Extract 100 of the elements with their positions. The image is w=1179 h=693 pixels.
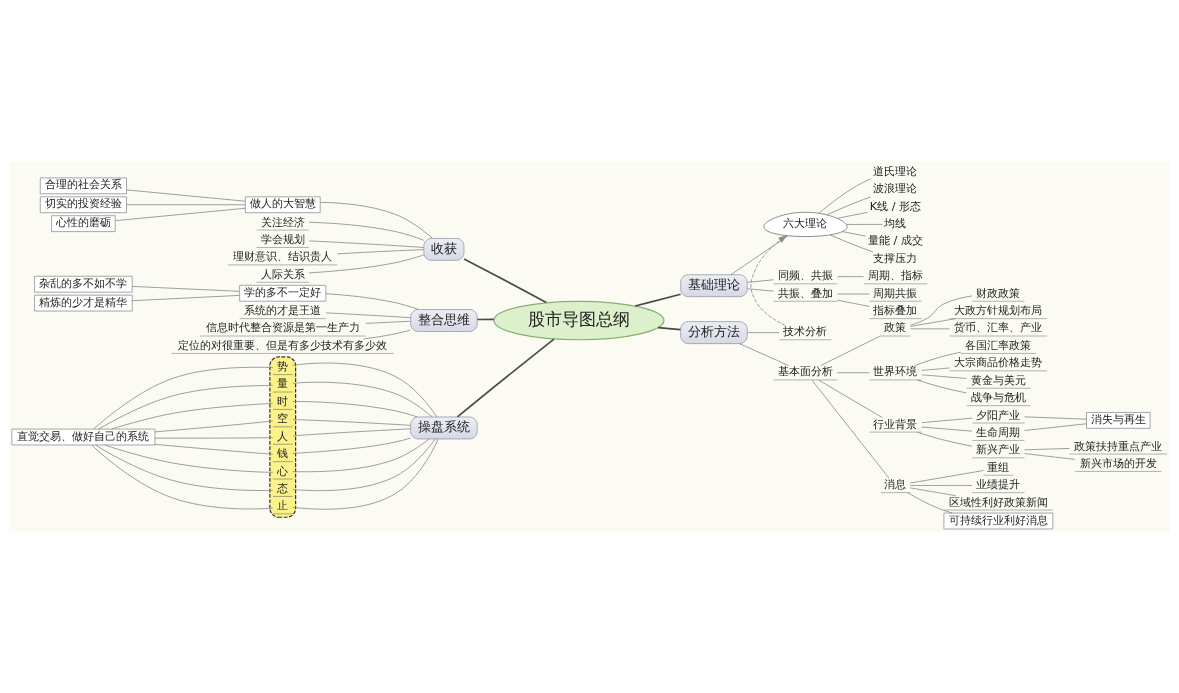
connector (154, 420, 274, 432)
connector (829, 234, 874, 252)
node-box: 心性的磨砺 (51, 214, 116, 232)
node-text: 止 (277, 497, 289, 512)
node-text: 各国汇率政策 (965, 337, 1032, 352)
connector (292, 438, 436, 491)
connector (292, 438, 430, 472)
node-text: 理财意识、结识贵人 (233, 248, 333, 263)
connector (292, 381, 433, 417)
connector (818, 178, 872, 214)
connector (95, 444, 274, 491)
connector (909, 295, 973, 326)
node-text: 财政政策 (976, 285, 1021, 300)
connector (463, 257, 548, 303)
node-text: 支撑压力 (873, 250, 918, 265)
connector (837, 299, 870, 307)
node-text: 黄金与美元 (970, 372, 1026, 387)
node-text: 大政方针规划布局 (954, 302, 1043, 317)
node-text: 定位的对很重要、但是有多少技术有多少效 (178, 337, 388, 352)
node-box: 切实的投资经验 (39, 195, 127, 213)
node-text: 行业背景 (873, 416, 918, 431)
connector (126, 203, 246, 205)
connector (93, 366, 274, 429)
connector (820, 334, 882, 366)
node-text: 重组 (987, 459, 1010, 474)
connector (308, 240, 425, 248)
node-text: 货币、汇率、产业 (954, 319, 1043, 334)
connector (104, 444, 274, 473)
node-text: 空 (277, 410, 289, 425)
connector (292, 418, 411, 426)
connector (98, 384, 274, 429)
connector (292, 400, 418, 417)
arrow (750, 234, 787, 326)
connector (811, 379, 890, 479)
connector (730, 234, 789, 275)
connector (363, 329, 411, 339)
node-text: 时 (277, 393, 289, 408)
node-text: 关注经济 (260, 214, 305, 229)
node-text: 世界环境 (873, 363, 918, 378)
connector (91, 444, 274, 509)
node-text: 技术分析 (783, 323, 828, 338)
connector (131, 294, 240, 301)
node-text: 人 (277, 428, 289, 443)
connector (909, 469, 984, 483)
connector (325, 292, 419, 310)
connector (657, 326, 682, 330)
connector (1024, 422, 1087, 431)
connector (747, 278, 775, 283)
node-ellipse: 股市导图总纲 (493, 300, 665, 340)
node-text: 势 (277, 358, 289, 373)
node-text: 同频、共振 (777, 267, 833, 282)
connector (845, 223, 883, 225)
node-text: 周期、指标 (867, 267, 923, 282)
connector (131, 285, 240, 292)
connector (916, 431, 973, 447)
connector (747, 331, 780, 333)
connector (111, 402, 274, 429)
connector (836, 211, 868, 219)
node-text: 信息时代整合资源是第一生产力 (205, 319, 360, 334)
connector (818, 379, 883, 418)
connector (154, 436, 274, 439)
connector (916, 379, 967, 393)
connector (308, 221, 425, 241)
node-text: 钱 (277, 445, 289, 460)
node-text: 波浪理论 (873, 180, 918, 195)
connector (292, 427, 411, 436)
connector (292, 362, 438, 417)
node-text: 生命周期 (976, 424, 1021, 439)
node-box: 收获 (423, 237, 465, 261)
connector (921, 367, 950, 371)
node-text: 周期共振 (873, 285, 918, 300)
connector (126, 188, 246, 202)
connector (319, 201, 433, 239)
node-text: 共振、叠加 (777, 285, 833, 300)
node-box: 精炼的少才是精华 (34, 294, 133, 311)
connector (907, 491, 953, 513)
connector (292, 438, 439, 510)
connector (837, 371, 870, 373)
connector (909, 327, 950, 329)
node-text: 政策扶持重点产业 (1074, 438, 1163, 453)
connector (842, 230, 866, 236)
node-text: 系统的才是王道 (244, 302, 322, 317)
node-box: 合理的社会关系 (39, 177, 127, 194)
connector (921, 426, 973, 432)
connector (634, 292, 682, 307)
connector (336, 248, 425, 254)
node-text: 道氏理论 (873, 163, 918, 178)
connector (365, 320, 411, 324)
node-box: 基础理论 (680, 273, 748, 297)
node-text: K线 / 形态 (869, 198, 922, 213)
node-text: 学会规划 (260, 231, 305, 246)
connector (739, 342, 789, 366)
node-text: 心 (277, 462, 289, 477)
node-text: 态 (277, 480, 289, 495)
node-text: 消息 (884, 476, 907, 491)
node-box: 杂乱的多不如不学 (34, 275, 133, 292)
connector (914, 351, 962, 366)
node-box: 直觉交易、做好自己的系统 (11, 428, 156, 445)
node-text: 大宗商品价格走势 (954, 354, 1043, 369)
node-text: 新兴市场的开发 (1079, 455, 1157, 470)
